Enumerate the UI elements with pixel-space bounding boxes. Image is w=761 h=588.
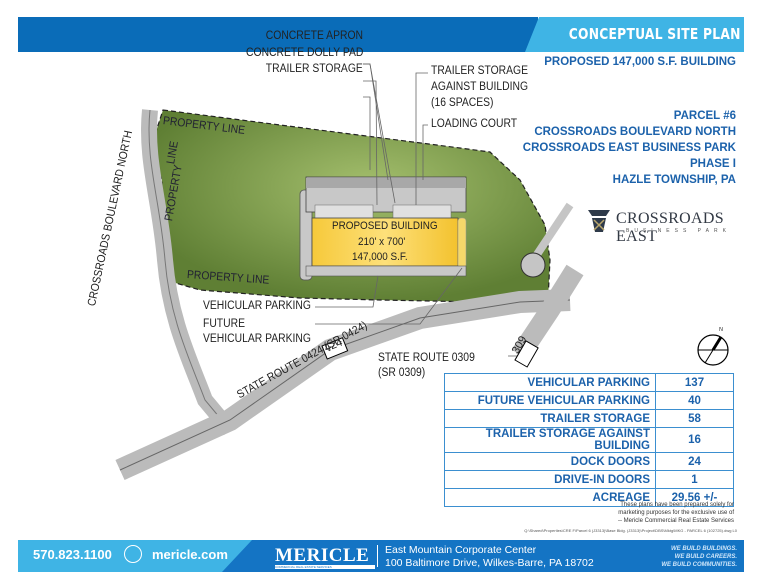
parcel-park: CROSSROADS EAST BUSINESS PARK bbox=[522, 142, 736, 154]
keystone-icon bbox=[588, 210, 610, 232]
building-label: PROPOSED BUILDING bbox=[332, 220, 438, 232]
mericle-logo: MERICLE bbox=[275, 545, 370, 566]
vehicular-parking-strip bbox=[305, 265, 467, 277]
mericle-logo-sub: COMMERCIAL REAL ESTATE SERVICES bbox=[275, 565, 375, 569]
page-title: CONCEPTUAL SITE PLAN bbox=[569, 25, 741, 43]
website-link[interactable]: mericle.com bbox=[152, 547, 228, 562]
address-line-2: 100 Baltimore Drive, Wilkes-Barre, PA 18… bbox=[385, 557, 594, 569]
label-concrete-apron: CONCRETE APRON bbox=[265, 30, 363, 42]
sr0309-road bbox=[511, 264, 584, 361]
route-309-shield bbox=[514, 340, 539, 368]
building-dimensions: 210' x 700' bbox=[358, 236, 406, 248]
tagline-line: WE BUILD CAREERS. bbox=[674, 554, 737, 560]
tagline-line: WE BUILD BUILDINGS. bbox=[671, 546, 737, 552]
north-label: N bbox=[719, 327, 723, 333]
logo-sub: BUSINESS PARK bbox=[626, 228, 731, 234]
label-16-spaces: (16 SPACES) bbox=[431, 97, 494, 109]
parcel-number: PARCEL #6 bbox=[673, 110, 736, 122]
label-state-route-0309: STATE ROUTE 0309 bbox=[378, 352, 475, 364]
divider bbox=[377, 545, 378, 567]
disclaimer-line: marketing purposes for the exclusive use… bbox=[618, 510, 734, 516]
disclaimer-line: -- Mericle Commercial Real Estate Servic… bbox=[617, 518, 734, 524]
label-sr-0309: (SR 0309) bbox=[378, 367, 426, 379]
header-title-bar bbox=[525, 17, 744, 52]
label-loading-court: LOADING COURT bbox=[431, 118, 518, 130]
logo-name: CROSSROADS EAST bbox=[616, 210, 724, 245]
parcel-location: HAZLE TOWNSHIP, PA bbox=[612, 174, 736, 186]
parcel-info: PARCEL #6 CROSSROADS BOULEVARD NORTH CRO… bbox=[523, 108, 736, 188]
label-vehicular-parking: VEHICULAR PARKING bbox=[203, 300, 311, 312]
route-424-shield bbox=[321, 337, 349, 360]
address-line-1: East Mountain Corporate Center bbox=[385, 544, 537, 556]
parcel-road: CROSSROADS BOULEVARD NORTH bbox=[534, 126, 736, 138]
hard-hat-icon bbox=[124, 545, 142, 563]
north-arrow-icon bbox=[697, 334, 729, 366]
building-area: 147,000 S.F. bbox=[352, 251, 408, 263]
file-path: Q:\Shared\Properties\CRE F\Parcel 6 (J33… bbox=[524, 528, 737, 533]
label-concrete-dolly-pad: CONCRETE DOLLY PAD bbox=[245, 47, 363, 59]
header-bar bbox=[18, 17, 538, 52]
label-trailer-storage: TRAILER STORAGE bbox=[265, 63, 363, 75]
tagline: WE BUILD BUILDINGS. WE BUILD CAREERS. WE… bbox=[661, 545, 737, 569]
cul-de-sac bbox=[520, 252, 546, 278]
label-future: FUTURE bbox=[203, 318, 245, 330]
page-subtitle: PROPOSED 147,000 S.F. BUILDING bbox=[544, 56, 736, 68]
crossroads-east-logo: CROSSROADS EAST BUSINESS PARK bbox=[586, 208, 746, 245]
proposed-building bbox=[311, 217, 459, 267]
label-trailer-storage-against: TRAILER STORAGE bbox=[431, 65, 529, 77]
tagline-line: WE BUILD COMMUNITIES. bbox=[661, 562, 737, 568]
label-future-vehicular-parking: VEHICULAR PARKING bbox=[203, 333, 311, 345]
disclaimer-line: These plans have been prepared solely fo… bbox=[620, 502, 734, 508]
disclaimer: These plans have been prepared solely fo… bbox=[618, 501, 734, 525]
label-against-building: AGAINST BUILDING bbox=[431, 81, 529, 93]
phone-number[interactable]: 570.823.1100 bbox=[33, 547, 112, 562]
parcel-phase: PHASE I bbox=[689, 158, 736, 170]
